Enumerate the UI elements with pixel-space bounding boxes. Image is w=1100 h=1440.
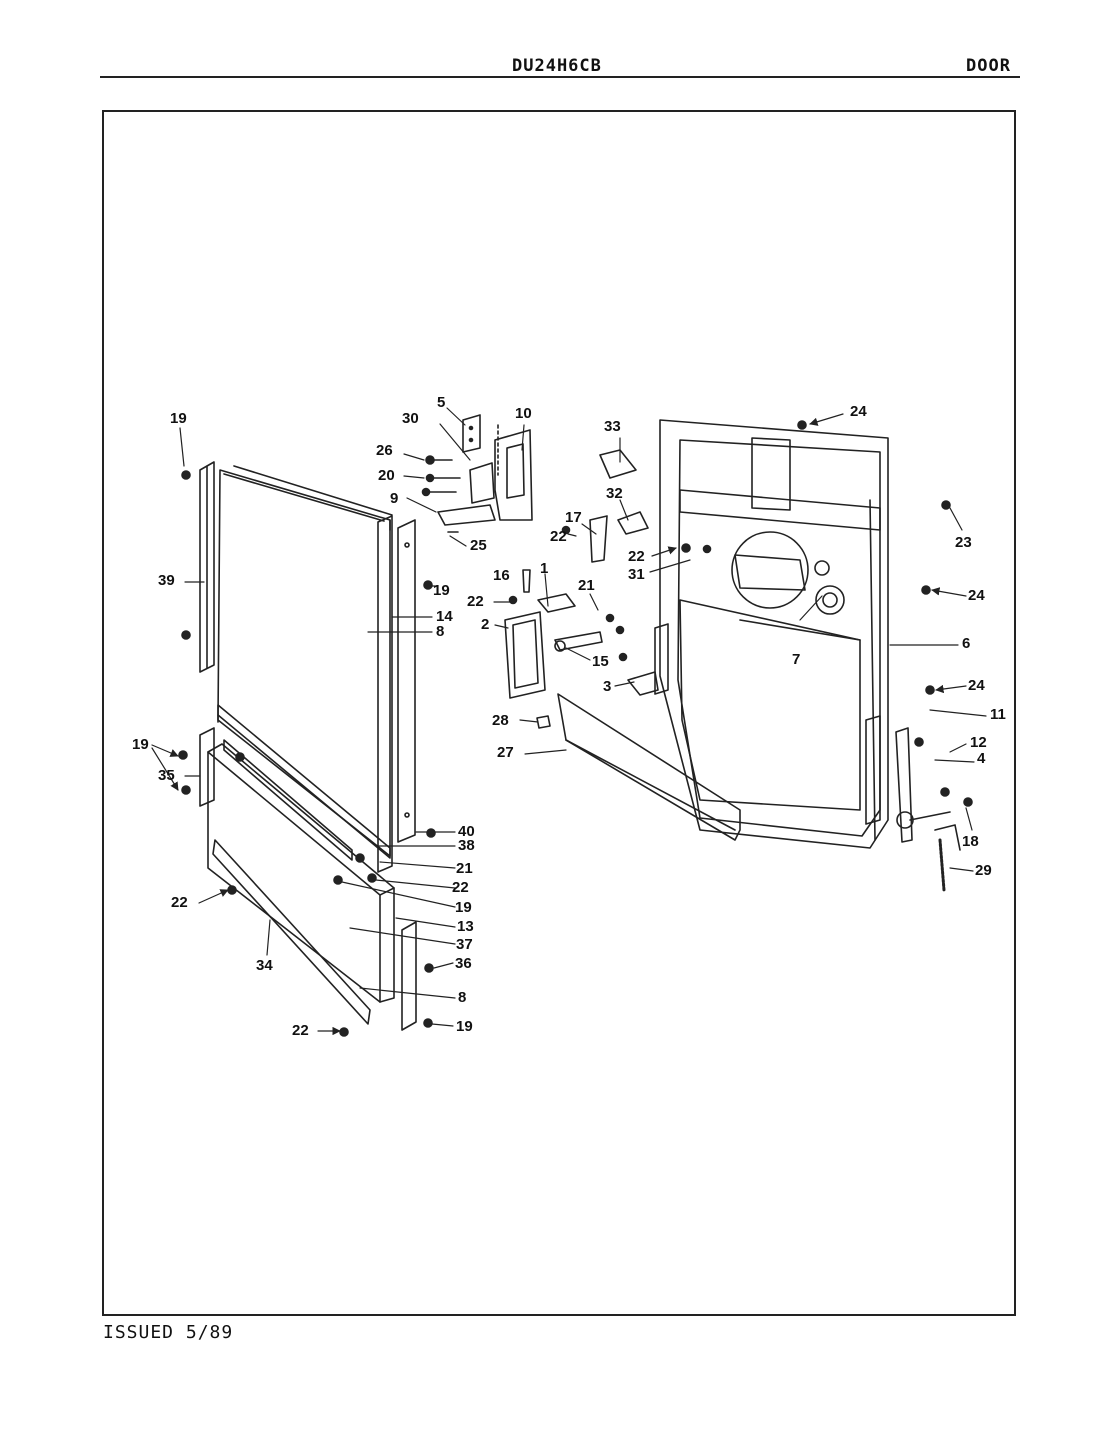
- callout-label: 22: [550, 528, 567, 545]
- header-rule: [100, 76, 1020, 78]
- callout-label: 24: [968, 587, 985, 604]
- callout-label: 25: [470, 537, 487, 554]
- hinge-bracket-group: [421, 414, 533, 533]
- callout-label: 36: [455, 955, 472, 972]
- callout-label: 3: [603, 678, 612, 695]
- callout-label: 21: [456, 860, 473, 877]
- callout-label: 40: [458, 823, 475, 840]
- callout-label: 37: [456, 936, 473, 953]
- inner-door-tub-6: [659, 419, 889, 849]
- callout-label: 19: [456, 1018, 473, 1035]
- section-title: DOOR: [966, 56, 1011, 76]
- kick-panel-assembly: [199, 727, 417, 1031]
- callout-label: 11: [990, 706, 1006, 723]
- callout-label: 19: [170, 410, 187, 427]
- callout-label: 22: [171, 894, 188, 911]
- callout-label: 24: [850, 403, 867, 420]
- callout-label: 10: [515, 405, 532, 422]
- callout-label: 12: [970, 734, 987, 751]
- callout-label: 7: [792, 651, 801, 668]
- callout-label: 31: [628, 566, 645, 583]
- spring-assembly: [895, 727, 961, 892]
- callout-label: 22: [452, 879, 469, 896]
- callout-label: 21: [578, 577, 595, 594]
- callout-label: 2: [481, 616, 490, 633]
- callout-label: 19: [132, 736, 149, 753]
- callout-label: 19: [433, 582, 450, 599]
- callout-label: 27: [497, 744, 514, 761]
- callout-label: 35: [158, 767, 175, 784]
- callout-label: 26: [376, 442, 393, 459]
- callout-label: 1: [540, 560, 549, 577]
- callout-label: 29: [975, 862, 992, 879]
- left-screws: [178, 470, 436, 1037]
- callout-label: 32: [606, 485, 623, 502]
- callout-label: 9: [390, 490, 399, 507]
- callout-label: 15: [592, 653, 609, 670]
- model-number: DU24H6CB: [512, 56, 602, 76]
- hinge-arms: [627, 623, 881, 825]
- callout-label: 19: [455, 899, 472, 916]
- latch-assembly: [504, 449, 649, 699]
- callout-label: 8: [458, 989, 467, 1006]
- callout-label: 22: [467, 593, 484, 610]
- diagram-frame: [102, 110, 1016, 1316]
- callout-label: 22: [628, 548, 645, 565]
- left-side-trim-39: [199, 461, 215, 673]
- callout-label: 14: [436, 608, 453, 625]
- callout-label: 16: [493, 567, 510, 584]
- callout-label: 39: [158, 572, 175, 589]
- callout-label: 38: [458, 837, 475, 854]
- callout-label: 6: [962, 635, 971, 652]
- callout-label: 5: [437, 394, 446, 411]
- callout-label: 20: [378, 467, 395, 484]
- callout-label: 34: [256, 957, 273, 974]
- bottom-rail-38: [217, 704, 391, 859]
- callout-label: 8: [436, 623, 445, 640]
- callout-label: 23: [955, 534, 972, 551]
- issue-date: ISSUED 5/89: [103, 1322, 234, 1343]
- callout-label: 28: [492, 712, 509, 729]
- callout-label: 33: [604, 418, 621, 435]
- right-screws: [508, 420, 973, 807]
- callout-label: 24: [968, 677, 985, 694]
- callout-label: 13: [457, 918, 474, 935]
- callout-label: 30: [402, 410, 419, 427]
- side-trim-14: [377, 515, 393, 873]
- outer-door-panel-8: [217, 465, 393, 857]
- bottom-trim-27: [536, 693, 741, 841]
- side-trim-40: [397, 519, 416, 843]
- leader-lines: [151, 407, 987, 1036]
- callout-label: 22: [292, 1022, 309, 1039]
- callout-label: 18: [962, 833, 979, 850]
- callout-label: 4: [977, 750, 986, 767]
- callout-label: 17: [565, 509, 582, 526]
